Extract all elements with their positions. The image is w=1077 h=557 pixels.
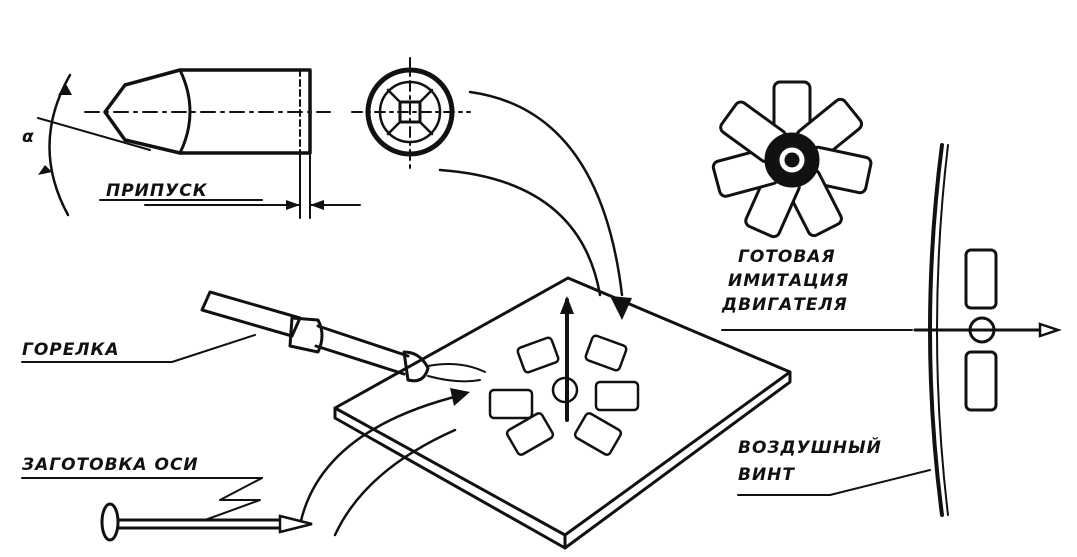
arrow-to-plate-1 [468, 90, 624, 297]
axle-blank-label: ЗАГОТОВКА ОСИ [21, 455, 199, 475]
axle-blank [100, 502, 313, 542]
allowance-label: ПРИПУСК [106, 181, 208, 201]
cylinder-blank-drawing [37, 68, 361, 219]
cylinder-end-view [351, 57, 471, 169]
propeller-assembly [913, 143, 1062, 517]
finished-engine [711, 80, 873, 239]
work-plate [333, 276, 792, 550]
engine-label-line3: ДВИГАТЕЛЯ [721, 295, 848, 315]
propeller-label-line1: ВОЗДУШНЫЙ [738, 436, 882, 458]
arrow-to-plate-2 [438, 168, 602, 297]
cylinders-on-plate [488, 334, 640, 456]
angle-label: α [22, 127, 35, 147]
engine-label-line2: ИМИТАЦИЯ [728, 271, 849, 291]
burner-label: ГОРЕЛКА [22, 340, 120, 360]
burner [200, 290, 486, 383]
propeller-label-line2: ВИНТ [738, 465, 795, 485]
arrow-axle-up-2 [333, 428, 457, 537]
arrow-axle-up [298, 393, 464, 527]
engine-label-line1: ГОТОВАЯ [738, 247, 836, 267]
